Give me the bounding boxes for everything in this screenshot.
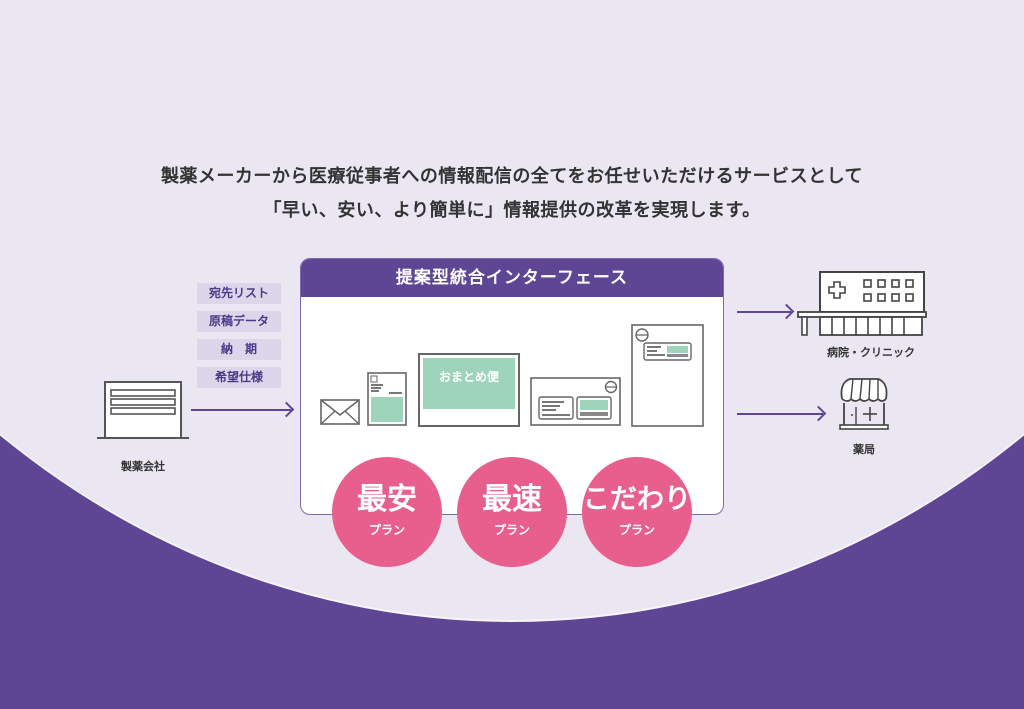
envelope-icon xyxy=(320,399,360,425)
tag-address-list: 宛先リスト xyxy=(197,283,281,304)
headline-line-2: 「早い、安い、より簡単に」情報提供の改革を実現します。 xyxy=(263,200,761,221)
panel-title: 提案型統合インターフェース xyxy=(301,259,723,297)
tag-deadline: 納 期 xyxy=(197,339,281,360)
plan-custom-title: こだわり xyxy=(583,484,691,515)
tag-specification: 希望仕様 xyxy=(197,367,281,388)
pharmacy-label: 薬局 xyxy=(853,443,875,456)
plan-custom[interactable]: こだわり プラン xyxy=(582,457,692,567)
plan-fastest[interactable]: 最速 プラン xyxy=(457,457,567,567)
company-label: 製薬会社 xyxy=(121,460,165,473)
bundle-mail-icon: おまとめ便 xyxy=(418,353,520,427)
plan-fastest-sub: プラン xyxy=(493,523,530,537)
letter-document-icon xyxy=(631,324,704,427)
headline: 製薬メーカーから医療従事者への情報配信の全てをお任せいただけるサービスとして 「… xyxy=(0,160,1024,228)
destination-hospital: 病院・クリニック xyxy=(796,270,928,360)
pharmacy-icon xyxy=(839,378,889,430)
plan-cheapest-sub: プラン xyxy=(368,523,405,537)
plan-custom-sub: プラン xyxy=(618,523,655,537)
flyer-icon xyxy=(367,372,407,426)
building-icon xyxy=(97,381,189,439)
postcard-icon xyxy=(530,377,621,426)
arrow-to-hospital xyxy=(737,311,791,313)
plan-cheapest-title: 最安 xyxy=(357,482,417,517)
tag-manuscript-data: 原稿データ xyxy=(197,311,281,332)
plan-fastest-title: 最速 xyxy=(482,482,542,517)
plan-cheapest[interactable]: 最安 プラン xyxy=(332,457,442,567)
arrow-to-interface xyxy=(191,409,291,411)
hospital-icon xyxy=(797,271,927,336)
bundle-mail-label: おまとめ便 xyxy=(423,358,515,409)
arrow-to-pharmacy xyxy=(737,413,823,415)
pharma-company: 製薬会社 xyxy=(97,380,189,474)
input-tags: 宛先リスト 原稿データ 納 期 希望仕様 xyxy=(197,283,281,395)
hospital-label: 病院・クリニック xyxy=(827,346,915,359)
destination-pharmacy: 薬局 xyxy=(834,377,894,457)
headline-line-1: 製薬メーカーから医療従事者への情報配信の全てをお任せいただけるサービスとして xyxy=(160,166,864,187)
